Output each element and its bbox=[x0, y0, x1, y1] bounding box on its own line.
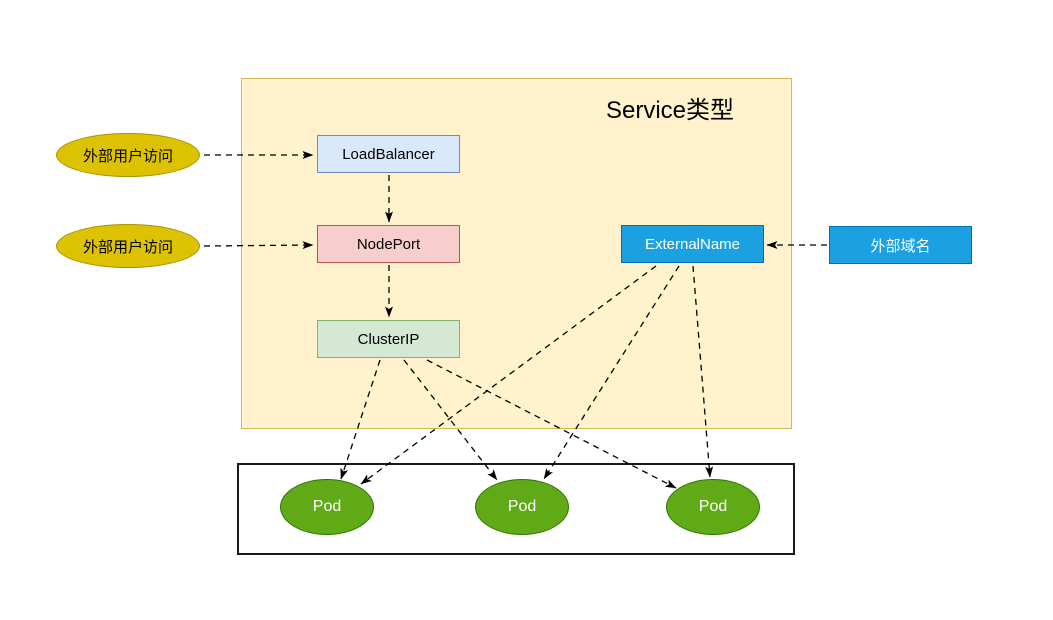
node-cluster-ip: ClusterIP bbox=[317, 320, 460, 358]
ellipse-user-access-top-label: 外部用户访问 bbox=[82, 147, 173, 165]
service-group-title: Service类型 bbox=[605, 97, 735, 124]
pod-ellipse-3: Pod bbox=[666, 479, 760, 535]
node-load-balancer-label: LoadBalancer bbox=[342, 145, 435, 163]
node-external-domain: 外部域名 bbox=[829, 226, 972, 264]
node-external-name: ExternalName bbox=[621, 225, 764, 263]
pod-label-1: Pod bbox=[312, 498, 342, 515]
ellipse-user-access-top: 外部用户访问 bbox=[56, 133, 200, 177]
node-cluster-ip-label: ClusterIP bbox=[357, 330, 420, 348]
pod-ellipse-1: Pod bbox=[280, 479, 374, 535]
node-load-balancer: LoadBalancer bbox=[317, 135, 460, 173]
node-node-port-label: NodePort bbox=[356, 235, 421, 253]
node-external-name-label: ExternalName bbox=[644, 235, 741, 253]
pod-label-3: Pod bbox=[698, 498, 728, 515]
pod-ellipse-2: Pod bbox=[475, 479, 569, 535]
ellipse-user-access-bottom: 外部用户访问 bbox=[56, 224, 200, 268]
node-node-port: NodePort bbox=[317, 225, 460, 263]
pod-label-2: Pod bbox=[507, 498, 537, 515]
ellipse-user-access-bottom-label: 外部用户访问 bbox=[82, 238, 173, 256]
node-external-domain-label: 外部域名 bbox=[870, 237, 931, 255]
